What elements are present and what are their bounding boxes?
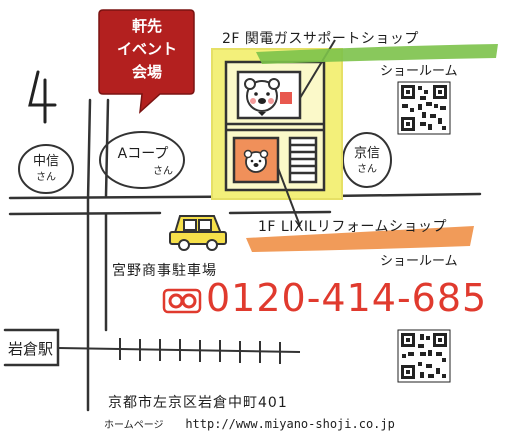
railway [57, 338, 301, 364]
a-coop-label: Aコープ さん [104, 146, 182, 180]
a-coop-suffix: さん [153, 166, 173, 177]
event-sign-line1: 軒先 [131, 17, 162, 35]
address-text: 京都市左京区岩倉中町401 [108, 395, 288, 411]
station-label: 岩倉駅 [8, 340, 54, 358]
first-floor-showroom: ショールーム [380, 254, 458, 269]
road-vertical-left [86, 98, 92, 412]
orange-highlight-stroke [246, 226, 474, 252]
event-sign-bubble [98, 9, 195, 114]
a-coop-name: Aコープ [117, 146, 169, 162]
bear-mascot-small-icon [243, 149, 269, 173]
road-vertical-left-inner [104, 98, 110, 198]
parking-label: 宮野商事駐車場 [112, 263, 217, 279]
second-floor-label: 2F 関電ガスサポートショップ [222, 31, 419, 47]
event-sign-label: 軒先 イベント 会場 [103, 15, 191, 84]
second-floor-showroom: ショールーム [380, 64, 458, 79]
event-sign-line3: 会場 [131, 63, 162, 81]
north-arrow-icon [28, 70, 57, 124]
homepage-url[interactable]: http://www.miyano-shoji.co.jp [185, 417, 395, 431]
kyoshin-suffix: さん [357, 164, 377, 175]
nakashin-circle [18, 144, 74, 194]
phone-number: 0120-414-685 [206, 276, 488, 320]
bear-mascot-icon [244, 78, 292, 116]
event-sign-line2: イベント [116, 40, 177, 58]
qr-code-bottom-icon [397, 329, 451, 383]
car-icon [169, 215, 227, 251]
qr-code-top-icon [397, 81, 451, 135]
nakashin-suffix: さん [36, 172, 56, 183]
nakashin-name: 中信 [32, 154, 59, 169]
phone-freedial-icon [162, 288, 202, 314]
station-box [3, 328, 60, 367]
homepage-label: ホームページ [104, 420, 164, 431]
green-highlight-stroke [256, 44, 498, 64]
a-coop-circle [99, 131, 185, 189]
kyoshin-label: 京信 さん [345, 146, 389, 178]
nakashin-label: 中信 さん [22, 154, 70, 186]
road-horizontal-bottom [8, 210, 332, 216]
homepage-row: ホームページ http://www.miyano-shoji.co.jp [104, 416, 395, 431]
kyoshin-name: 京信 [353, 146, 380, 161]
first-floor-label: 1F LIXILリフォームショップ [258, 219, 447, 235]
